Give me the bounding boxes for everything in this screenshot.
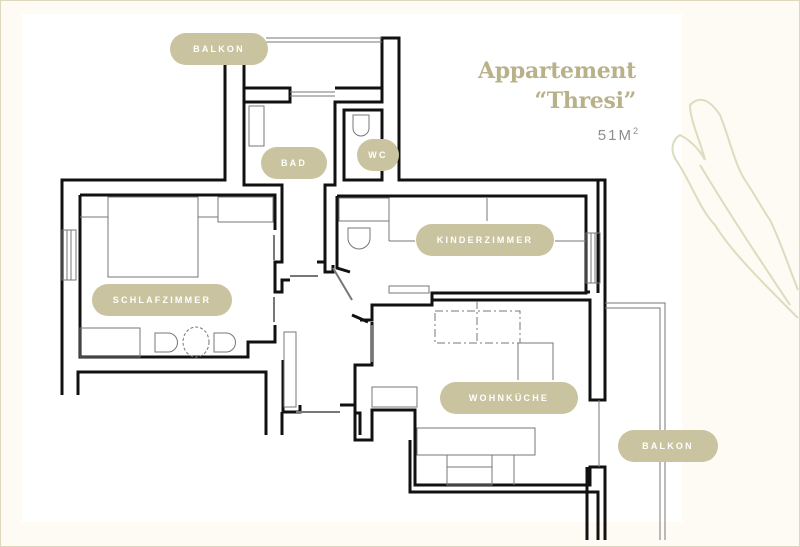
- walls: [60, 36, 607, 540]
- title-line-1: Appartement: [478, 58, 636, 84]
- floorplan-panel: [22, 14, 682, 522]
- apartment-area: 51M2: [598, 126, 638, 144]
- title-line-2: “Thresi”: [534, 88, 636, 114]
- room-label-balkon-top: BALKON: [170, 33, 268, 65]
- area-unit-exponent: 2: [632, 126, 638, 136]
- room-label-kinderzimmer: KINDERZIMMER: [416, 224, 554, 256]
- apartment-title: Appartement “Thresi”: [478, 56, 636, 116]
- room-label-bad: BAD: [261, 147, 327, 179]
- room-label-balkon-right: BALKON: [618, 430, 718, 462]
- leaf-decoration: [671, 98, 799, 319]
- room-label-wohnkueche: WOHNKÜCHE: [440, 382, 578, 414]
- room-label-wc: WC: [357, 139, 399, 171]
- room-label-schlafzimmer: SCHLAFZIMMER: [92, 284, 232, 316]
- area-value: 51M: [597, 127, 633, 144]
- furniture: [61, 37, 666, 540]
